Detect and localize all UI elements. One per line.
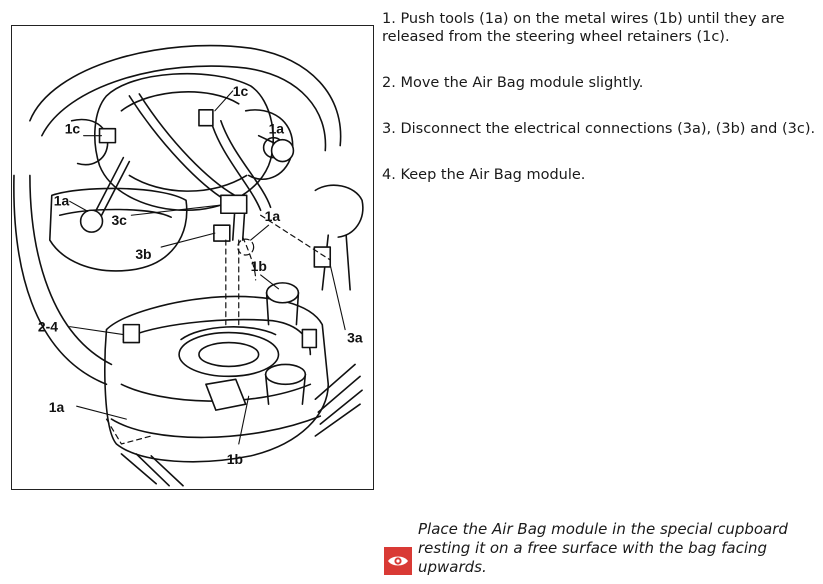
airbag-module-body [104, 295, 330, 463]
callout-1c-top: 1c [233, 83, 249, 99]
airbag-removal-figure: 1a 1c 1c 1a 3c 3b 1a 1b 3a 2-4 1a 1b [11, 25, 374, 490]
step-4: 4. Keep the Air Bag module. [382, 167, 586, 183]
callout-1c-left: 1c [65, 121, 81, 137]
instruction-steps: 1. Push tools (1a) on the metal wires (1… [382, 10, 818, 212]
callout-1a-mid: 1a [265, 208, 281, 224]
steering-wheel-rim-outline [29, 44, 342, 147]
callout-1a-top: 1a [269, 121, 285, 137]
callout-3b: 3b [135, 246, 151, 262]
callout-2-4: 2-4 [38, 319, 58, 335]
eye-icon [384, 547, 412, 575]
step-1: 1. Push tools (1a) on the metal wires (1… [382, 11, 785, 45]
callout-1b-mid: 1b [251, 258, 267, 274]
step-3: 3. Disconnect the electrical connections… [382, 121, 816, 137]
steering-wheel-left-spoke [48, 187, 188, 272]
technical-drawing: 1a 1c 1c 1a 3c 3b 1a 1b 3a 2-4 1a 1b [13, 44, 364, 487]
callout-1b-bottom: 1b [227, 451, 243, 467]
note-text: Place the Air Bag module in the special … [418, 520, 788, 576]
callout-1a-bottom: 1a [49, 399, 65, 415]
step-2: 2. Move the Air Bag module slightly. [382, 75, 644, 91]
callout-1a-left: 1a [54, 192, 70, 208]
wheel-hub-cavity [94, 72, 275, 212]
callout-3a: 3a [347, 330, 363, 346]
callout-3c: 3c [111, 212, 127, 228]
